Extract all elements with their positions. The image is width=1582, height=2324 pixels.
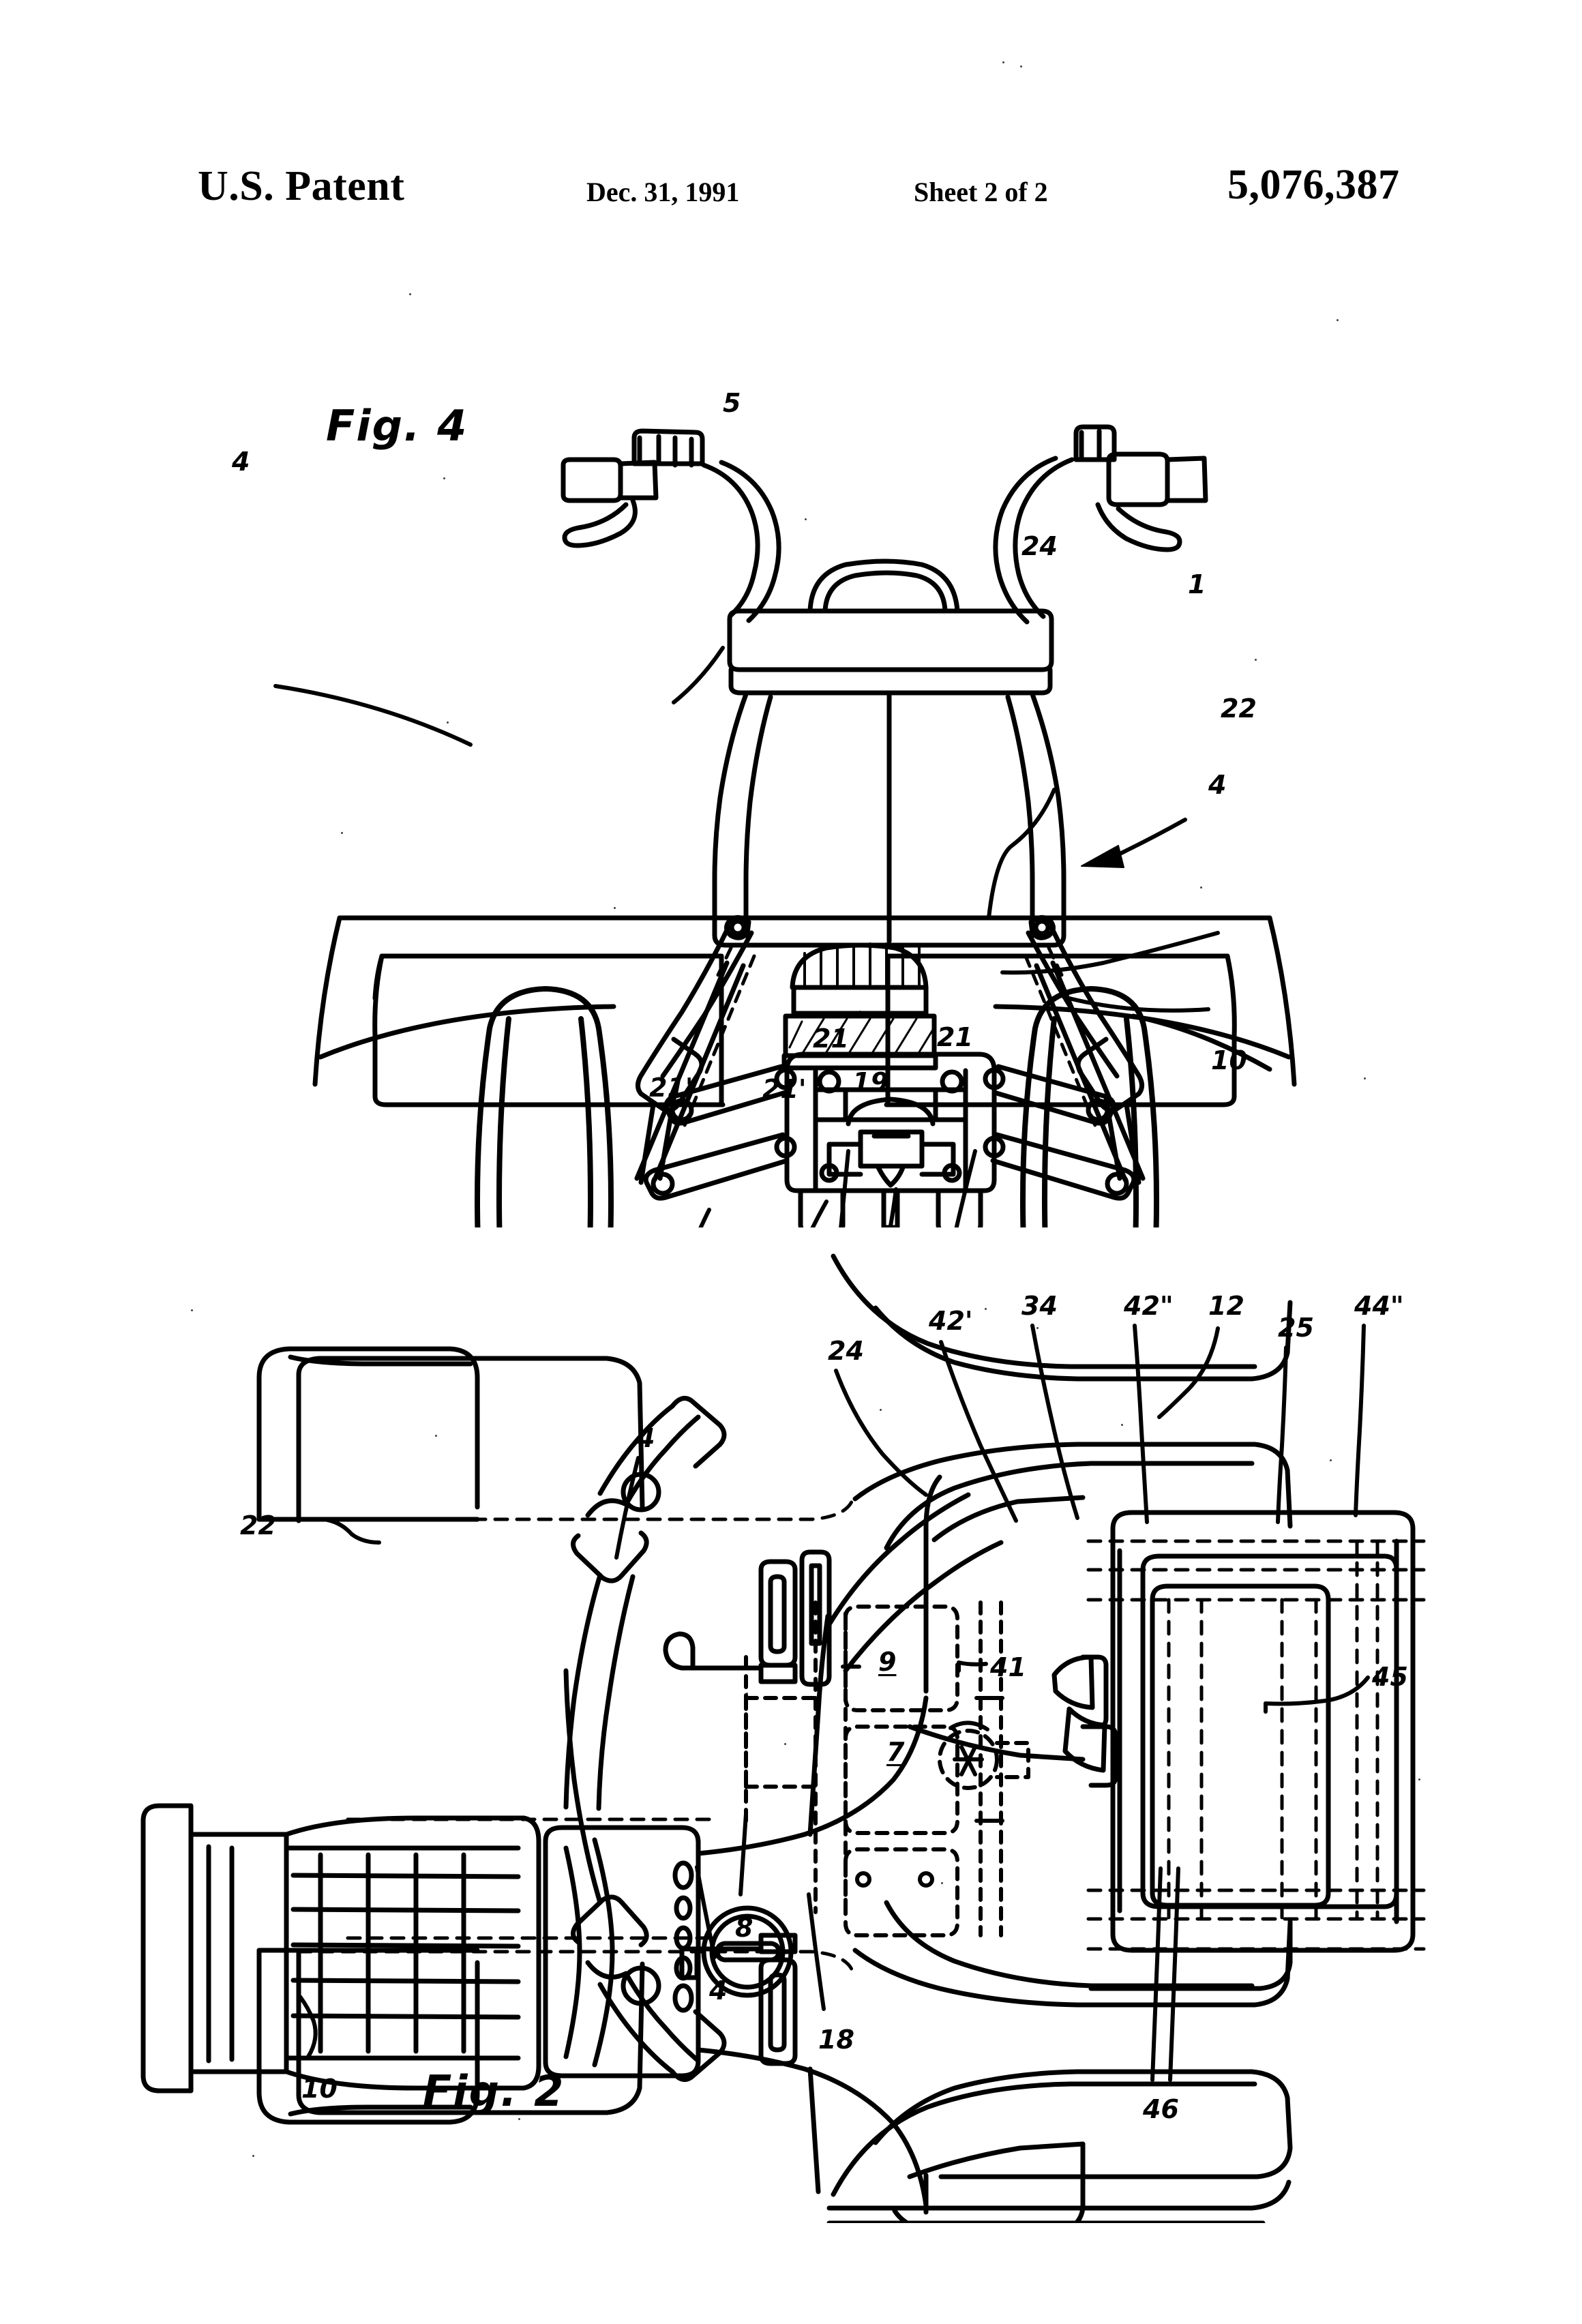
center-body-frame <box>696 1474 1086 2215</box>
reference-numeral: 25 <box>1278 1313 1314 1343</box>
scan-speckle <box>518 2118 520 2120</box>
reference-numeral: 8 <box>735 1913 753 1943</box>
figure-4-caption: Fig. 4 <box>326 401 468 451</box>
reference-numeral: 4 <box>709 1976 728 2006</box>
scan-speckle <box>941 1882 943 1884</box>
scan-speckle <box>447 721 449 724</box>
scan-speckle <box>1418 1778 1420 1781</box>
scan-speckle <box>859 1011 861 1013</box>
tire-right <box>1020 986 1159 1227</box>
reference-numeral: 19 <box>852 1067 889 1097</box>
reference-numeral: 4 <box>1208 770 1227 800</box>
reference-numeral: 22 <box>240 1510 276 1540</box>
reference-numeral: 9 <box>878 1647 897 1677</box>
scan-speckle <box>614 907 616 909</box>
rear-panel-bottom-edges <box>826 2179 1292 2223</box>
rear-rack-frame <box>312 915 1297 1087</box>
rear-panel-top-edges <box>831 1253 1293 1382</box>
center-frame-cage <box>784 1052 997 1227</box>
suspension-dashed-outline <box>680 946 1100 1134</box>
patent-sheet-number: Sheet 2 of 2 <box>914 177 1048 207</box>
rear-rack-hidden-grid <box>1086 1539 1426 1951</box>
reference-numeral: 44" <box>1354 1291 1404 1321</box>
rear-body-silhouette <box>831 2069 1293 2197</box>
rear-cargo-rack <box>1110 1510 1416 1953</box>
figure-2-svg <box>140 1253 1426 2223</box>
seat-outline <box>852 1442 1293 2008</box>
fuel-tank-body <box>712 691 1066 948</box>
arrow-to-vehicle <box>1081 818 1187 868</box>
scan-speckle <box>1121 1424 1123 1426</box>
scan-speckle <box>1036 1327 1039 1329</box>
handlebar-linkage-upper <box>563 1395 727 1811</box>
rear-rack-crossbars <box>1150 1583 1331 1908</box>
scan-speckle <box>805 518 807 520</box>
engine-skidplate <box>781 942 938 1071</box>
engine-hidden-outline <box>744 1600 1030 1937</box>
front-bracket <box>799 1549 832 1687</box>
leader-lines <box>273 646 1220 1227</box>
footpeg-lower <box>679 1933 798 2066</box>
leader-ticks <box>957 1660 1268 1714</box>
patent-office-title: U.S. Patent <box>198 163 405 209</box>
handlebar-assembly <box>561 424 1208 696</box>
reference-numeral: 22 <box>1221 694 1257 724</box>
reference-numeral: 10 <box>1211 1045 1247 1075</box>
figure-2-caption: Fig. 2 <box>423 2066 565 2116</box>
figure-4-drawing <box>0 225 1582 1227</box>
scan-speckle <box>746 1693 748 1695</box>
frame-junction <box>1051 1654 1118 1788</box>
figure-2-drawing <box>0 1221 1582 2223</box>
figure-4-svg <box>273 424 1297 1227</box>
tire-left <box>475 986 614 1227</box>
front-carrier-rack <box>140 1803 541 2094</box>
patent-number: 5,076,387 <box>1227 162 1400 208</box>
scan-speckle <box>435 1435 437 1437</box>
scan-speckle <box>880 1409 882 1411</box>
rear-fenders <box>318 953 1292 1107</box>
reference-numeral: 7 <box>886 1737 905 1767</box>
scan-speckle <box>1364 1077 1366 1079</box>
scan-speckle <box>443 477 445 479</box>
reference-numeral: 34 <box>1021 1291 1058 1321</box>
patent-date: Dec. 31, 1991 <box>586 177 740 207</box>
scan-speckle <box>1330 1459 1332 1461</box>
reference-numeral: 12 <box>1208 1291 1244 1321</box>
reference-numeral: 10 <box>301 2074 338 2104</box>
scan-speckle <box>1002 61 1004 63</box>
scan-speckle <box>341 832 343 834</box>
scan-speckle <box>409 293 411 295</box>
scan-speckle <box>1337 319 1339 321</box>
reference-numeral: 24 <box>1021 531 1058 561</box>
reference-numeral: 5 <box>723 388 741 418</box>
reference-numeral: 21' <box>762 1074 807 1104</box>
scan-speckle <box>784 1743 786 1745</box>
reference-numeral: 1 <box>1188 569 1206 599</box>
scan-speckle <box>1200 887 1202 889</box>
footpeg-upper <box>663 1559 798 1684</box>
reference-numeral: 18 <box>818 2025 854 2055</box>
scan-speckle <box>1255 659 1257 661</box>
reference-numeral: 42' <box>929 1306 973 1336</box>
leader-lines-fig2 <box>279 1324 1370 2082</box>
scan-speckle <box>1020 65 1022 68</box>
reference-numeral: 41 <box>990 1652 1026 1682</box>
fender-body-left <box>296 1356 645 2115</box>
reference-numeral: 4 <box>637 1423 655 1453</box>
handlebar-linkage-lower <box>563 1668 727 2083</box>
reference-numeral: 24 <box>828 1336 864 1366</box>
scan-speckle <box>191 1309 193 1311</box>
reference-numeral: 45 <box>1372 1662 1408 1692</box>
reference-numeral: 21" <box>649 1073 699 1103</box>
engine-solid-detail <box>841 1665 1004 1888</box>
patent-header: U.S. Patent Dec. 31, 1991 Sheet 2 of 2 5… <box>0 0 1582 232</box>
scan-speckle <box>252 2155 254 2157</box>
reference-numeral: 4 <box>232 447 250 477</box>
scan-speckle <box>985 1308 987 1310</box>
front-fender-upper <box>256 1346 480 1522</box>
reference-numeral: 21 <box>813 1024 849 1054</box>
reference-numeral: 21 <box>937 1022 973 1052</box>
reference-numeral: 42" <box>1124 1291 1174 1321</box>
reference-numeral: 46 <box>1143 2094 1179 2124</box>
